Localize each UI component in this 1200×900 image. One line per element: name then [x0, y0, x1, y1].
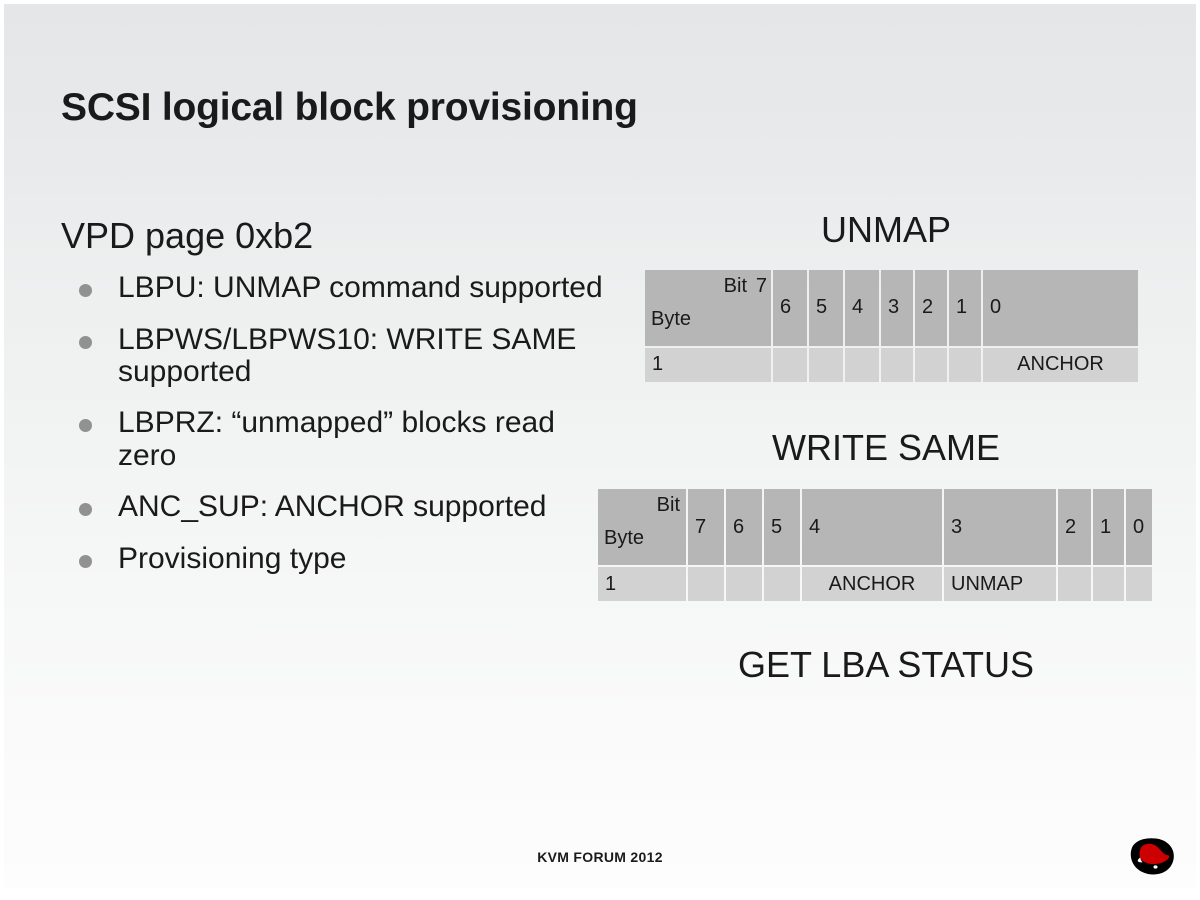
bit-cell-5 [809, 347, 843, 382]
bit-header-3: 3 [944, 489, 1056, 566]
list-item: LBPWS/LBPWS10: WRITE SAME supported [56, 322, 616, 389]
unmap-heading: UNMAP [820, 209, 951, 250]
list-item: LBPRZ: “unmapped” blocks read zero [56, 407, 616, 472]
bit-byte-corner-cell: Bit 7 Byte [645, 269, 771, 346]
bit-axis-label: Bit [656, 494, 680, 517]
table-row: 1 ANCHOR [645, 347, 1138, 382]
bit-cell-4: ANCHOR [802, 567, 942, 602]
table-row: 1 ANCHOR UNMAP [598, 567, 1152, 602]
bit-header-6: 6 [726, 489, 762, 566]
get-lba-status-heading: GET LBA STATUS [737, 644, 1035, 686]
write-same-table-wrapper: Bit Byte 7 6 5 4 3 2 1 0 1 [596, 487, 1176, 603]
byte-number-cell: 1 [598, 567, 686, 602]
bit-cell-0: ANCHOR [983, 347, 1138, 382]
right-content-column: UNMAP Bit 7 [596, 210, 1176, 685]
unmap-bit-table: Bit 7 Byte 6 5 4 3 2 1 0 1 [643, 268, 1140, 384]
list-item-label: LBPRZ: “unmapped” blocks read zero [118, 406, 555, 472]
unmap-table-wrapper: Bit 7 Byte 6 5 4 3 2 1 0 1 [643, 268, 1176, 384]
byte-number-cell: 1 [645, 347, 771, 382]
vpd-feature-list: LBPU: UNMAP command supported LBPWS/LBPW… [56, 272, 616, 575]
bullet-dot-icon [79, 503, 92, 517]
list-item-label: Provisioning type [118, 541, 347, 575]
bit-header-0: 0 [983, 269, 1138, 346]
bit-header-4: 4 [845, 269, 879, 346]
red-hat-shadowman-logo [1130, 838, 1174, 875]
byte-axis-label: Byte [604, 527, 645, 550]
bit-header-7: 7 [688, 489, 724, 566]
table-header-row: Bit 7 Byte 6 5 4 3 2 1 0 [645, 269, 1138, 346]
list-item: LBPU: UNMAP command supported [56, 272, 616, 304]
bit-header-0: 0 [1126, 489, 1152, 566]
bit-header-5: 5 [809, 269, 843, 346]
list-item-label: LBPWS/LBPWS10: WRITE SAME supported [118, 322, 577, 389]
slide-canvas: SCSI logical block provisioning VPD page… [4, 4, 1196, 888]
bit-header-2: 2 [915, 269, 947, 346]
bit-cell-6 [726, 567, 762, 602]
footer-conference-label: KVM FORUM 2012 [537, 849, 663, 865]
bit-header-2: 2 [1058, 489, 1091, 566]
page-title: SCSI logical block provisioning [61, 86, 638, 129]
bit-cell-3 [881, 347, 913, 382]
list-item: ANC_SUP: ANCHOR supported [56, 491, 616, 523]
bit-cell-2 [915, 347, 947, 382]
bit-byte-corner-cell: Bit Byte [598, 489, 686, 566]
bit-header-6: 6 [773, 269, 807, 346]
write-same-heading: WRITE SAME [771, 426, 1000, 468]
bit-header-7: 7 [755, 274, 767, 297]
vpd-page-heading: VPD page 0xb2 [61, 215, 314, 256]
bullet-dot-icon [79, 335, 92, 349]
table-header-row: Bit Byte 7 6 5 4 3 2 1 0 [598, 489, 1152, 566]
bit-cell-1 [1093, 567, 1124, 602]
bit-cell-5 [764, 567, 800, 602]
bit-cell-4 [845, 347, 879, 382]
section-spacer [596, 384, 1176, 428]
bit-cell-3: UNMAP [944, 567, 1056, 602]
bit-header-4: 4 [802, 489, 942, 566]
bit-cell-7 [688, 567, 724, 602]
left-content-column: VPD page 0xb2 LBPU: UNMAP command suppor… [56, 215, 616, 594]
bullet-dot-icon [79, 419, 92, 433]
bit-cell-1 [949, 347, 981, 382]
list-item: Provisioning type [56, 541, 616, 575]
write-same-bit-table: Bit Byte 7 6 5 4 3 2 1 0 1 [596, 487, 1154, 603]
bit-header-3: 3 [881, 269, 913, 346]
bit-cell-0 [1126, 567, 1152, 602]
bit-header-5: 5 [764, 489, 800, 566]
list-item-label: ANC_SUP: ANCHOR supported [118, 490, 547, 524]
bullet-dot-icon [79, 284, 92, 298]
list-item-label: LBPU: UNMAP command supported [118, 271, 603, 305]
bit-cell-2 [1058, 567, 1091, 602]
bit-cell-6 [773, 347, 807, 382]
bullet-dot-icon [79, 554, 92, 568]
bit-axis-label: Bit [723, 274, 747, 297]
byte-axis-label: Byte [651, 307, 692, 330]
bit-header-1: 1 [949, 269, 981, 346]
bit-header-1: 1 [1093, 489, 1124, 566]
section-spacer [596, 603, 1176, 645]
